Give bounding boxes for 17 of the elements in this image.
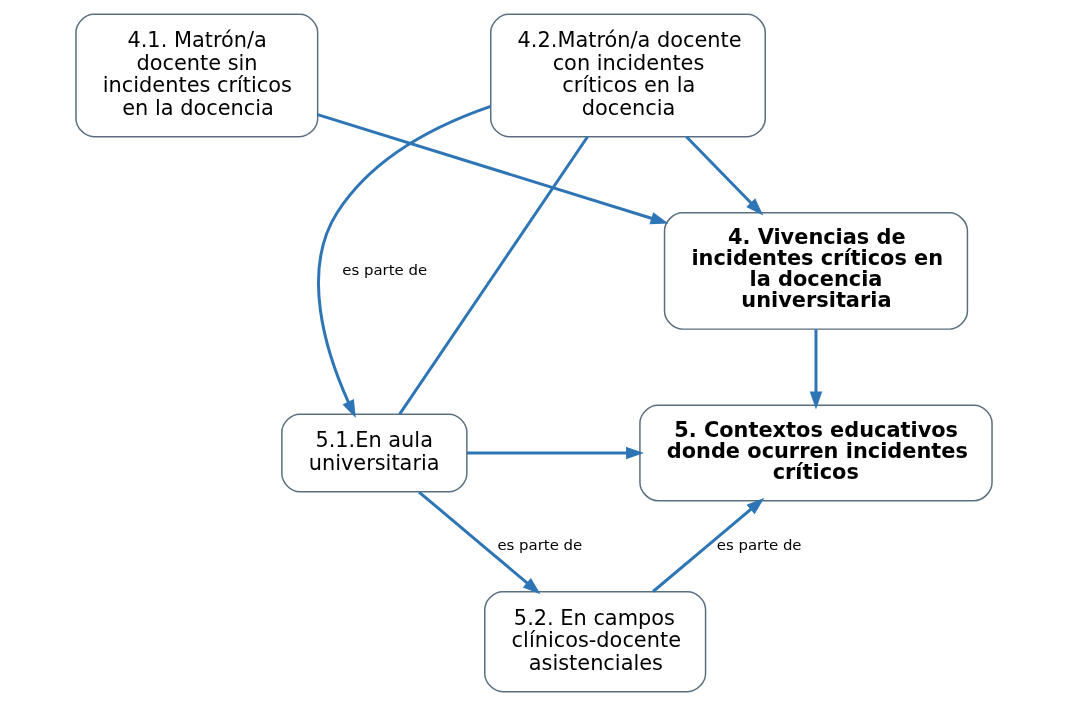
- arrow: [418, 490, 541, 595]
- node-box: 5.1.En aula universitaria: [281, 413, 468, 493]
- arrow: [685, 135, 764, 216]
- edge-label: es parte de: [342, 260, 428, 279]
- node-box: 4.1. Matrón/a docente sin incidentes críticos en la docencia: [75, 13, 319, 138]
- node-box: 5. Contextos educativos donde ocurren incidentes críticos: [639, 404, 993, 502]
- connector: [398, 135, 589, 415]
- node-box: 5.2. En campos clínicos-docente asistenciales: [484, 590, 707, 693]
- arrow: [467, 446, 644, 460]
- node-box: 4.2.Matrón/a docente con incidentes críticos en la docencia: [490, 13, 766, 138]
- arrow: [317, 113, 669, 225]
- arrow: [809, 329, 823, 410]
- edge-label: es parte de: [716, 535, 802, 554]
- edge-label: es parte de: [497, 535, 583, 554]
- node-box: 4. Vivencias de incidentes críticos en la docencia universitaria: [663, 212, 969, 330]
- arrow: [652, 497, 765, 593]
- arrow: [317, 104, 492, 418]
